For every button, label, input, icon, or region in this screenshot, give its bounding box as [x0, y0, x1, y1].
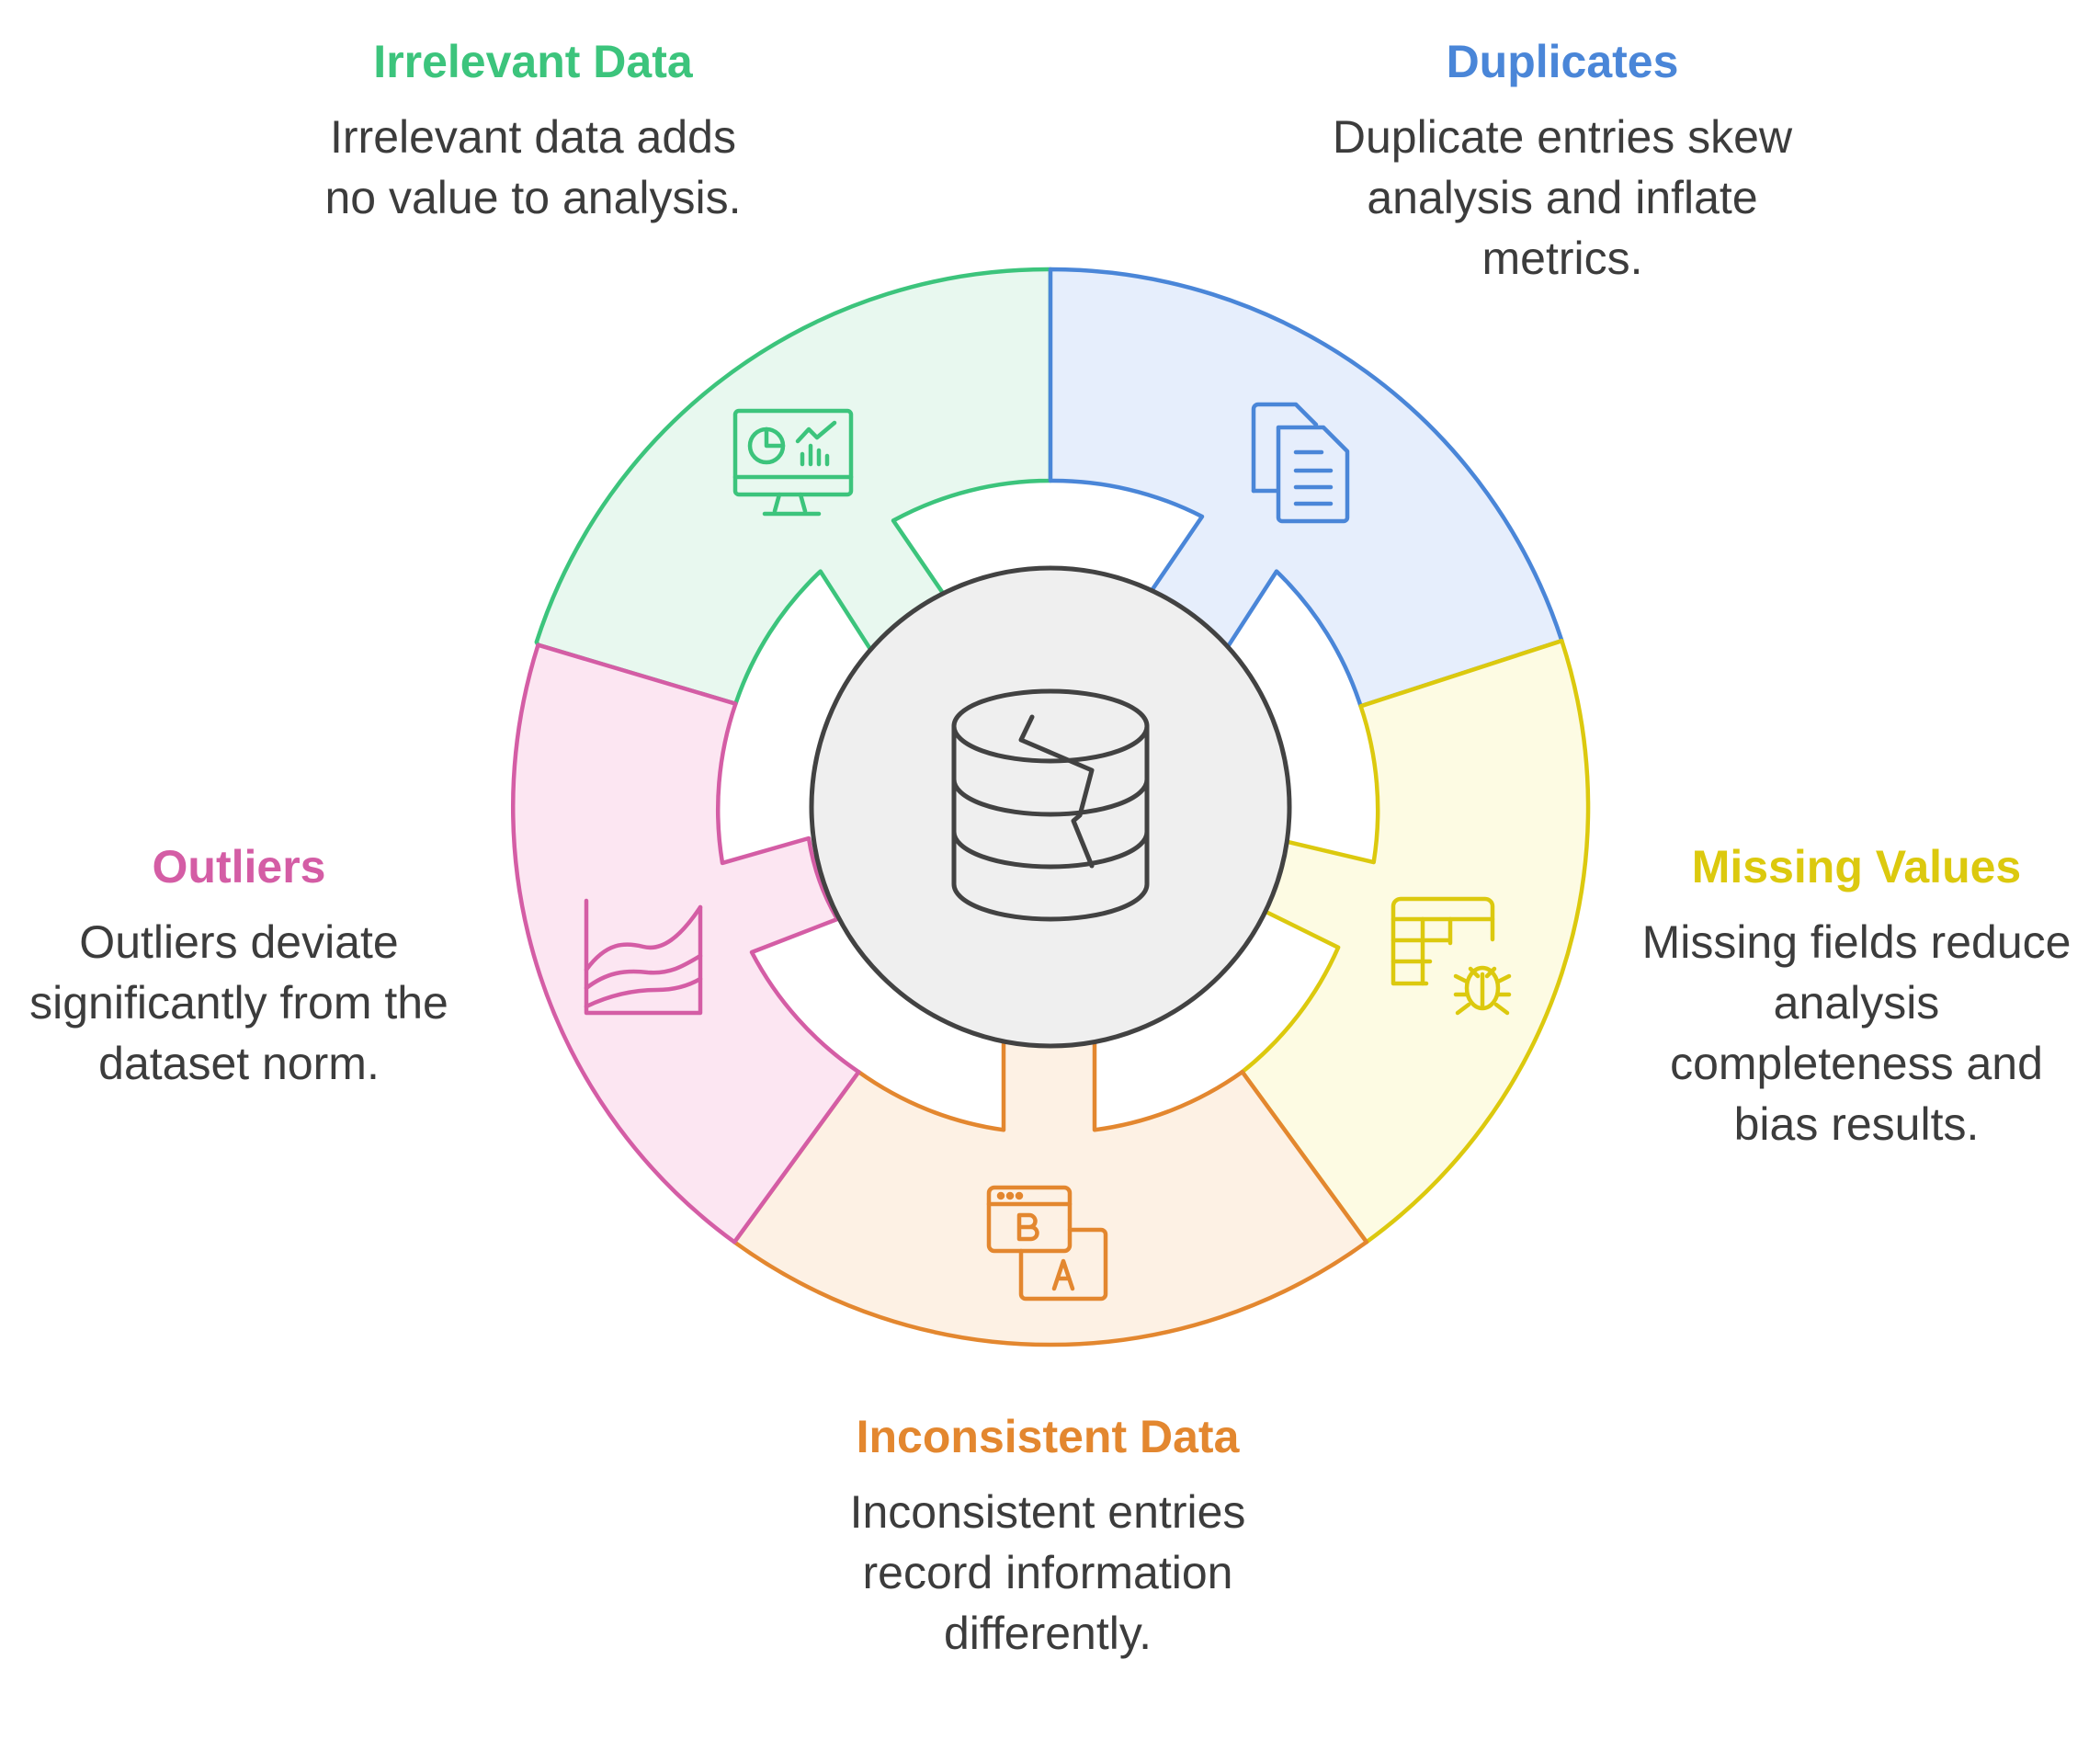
segment-inconsistent [732, 1039, 1369, 1347]
irrelevant-title: Irrelevant Data [373, 36, 693, 87]
browser-ab-icon [986, 1185, 1108, 1302]
segment-outliers [510, 642, 861, 1245]
label-inconsistent: Inconsistent Data Inconsistent entries r… [781, 1408, 1314, 1664]
duplicates-description: Duplicate entries skew analysis and infl… [1332, 111, 1793, 284]
label-irrelevant: Irrelevant Data Irrelevant data adds no … [303, 33, 763, 228]
label-duplicates: Duplicates Duplicate entries skew analys… [1314, 33, 1811, 289]
outliers-description: Outliers deviate significantly from the … [29, 916, 448, 1089]
missing-title: Missing Values [1691, 841, 2022, 892]
duplicates-title: Duplicates [1446, 36, 1679, 87]
inconsistent-description: Inconsistent entries record information … [849, 1486, 1246, 1659]
outliers-title: Outliers [152, 841, 326, 892]
label-missing: Missing Values Missing fields reduce ana… [1636, 838, 2077, 1154]
inconsistent-title: Inconsistent Data [856, 1411, 1240, 1462]
table-bug-icon [1391, 896, 1512, 1016]
database-crack-icon [951, 688, 1150, 922]
copy-documents-icon [1251, 402, 1350, 524]
label-outliers: Outliers Outliers deviate significantly … [18, 838, 460, 1094]
center-hub [809, 565, 1292, 1049]
area-chart-icon [584, 898, 703, 1016]
irrelevant-description: Irrelevant data adds no value to analysi… [324, 111, 742, 223]
dashboard-monitor-icon [732, 408, 854, 517]
missing-description: Missing fields reduce analysis completen… [1641, 916, 2072, 1150]
